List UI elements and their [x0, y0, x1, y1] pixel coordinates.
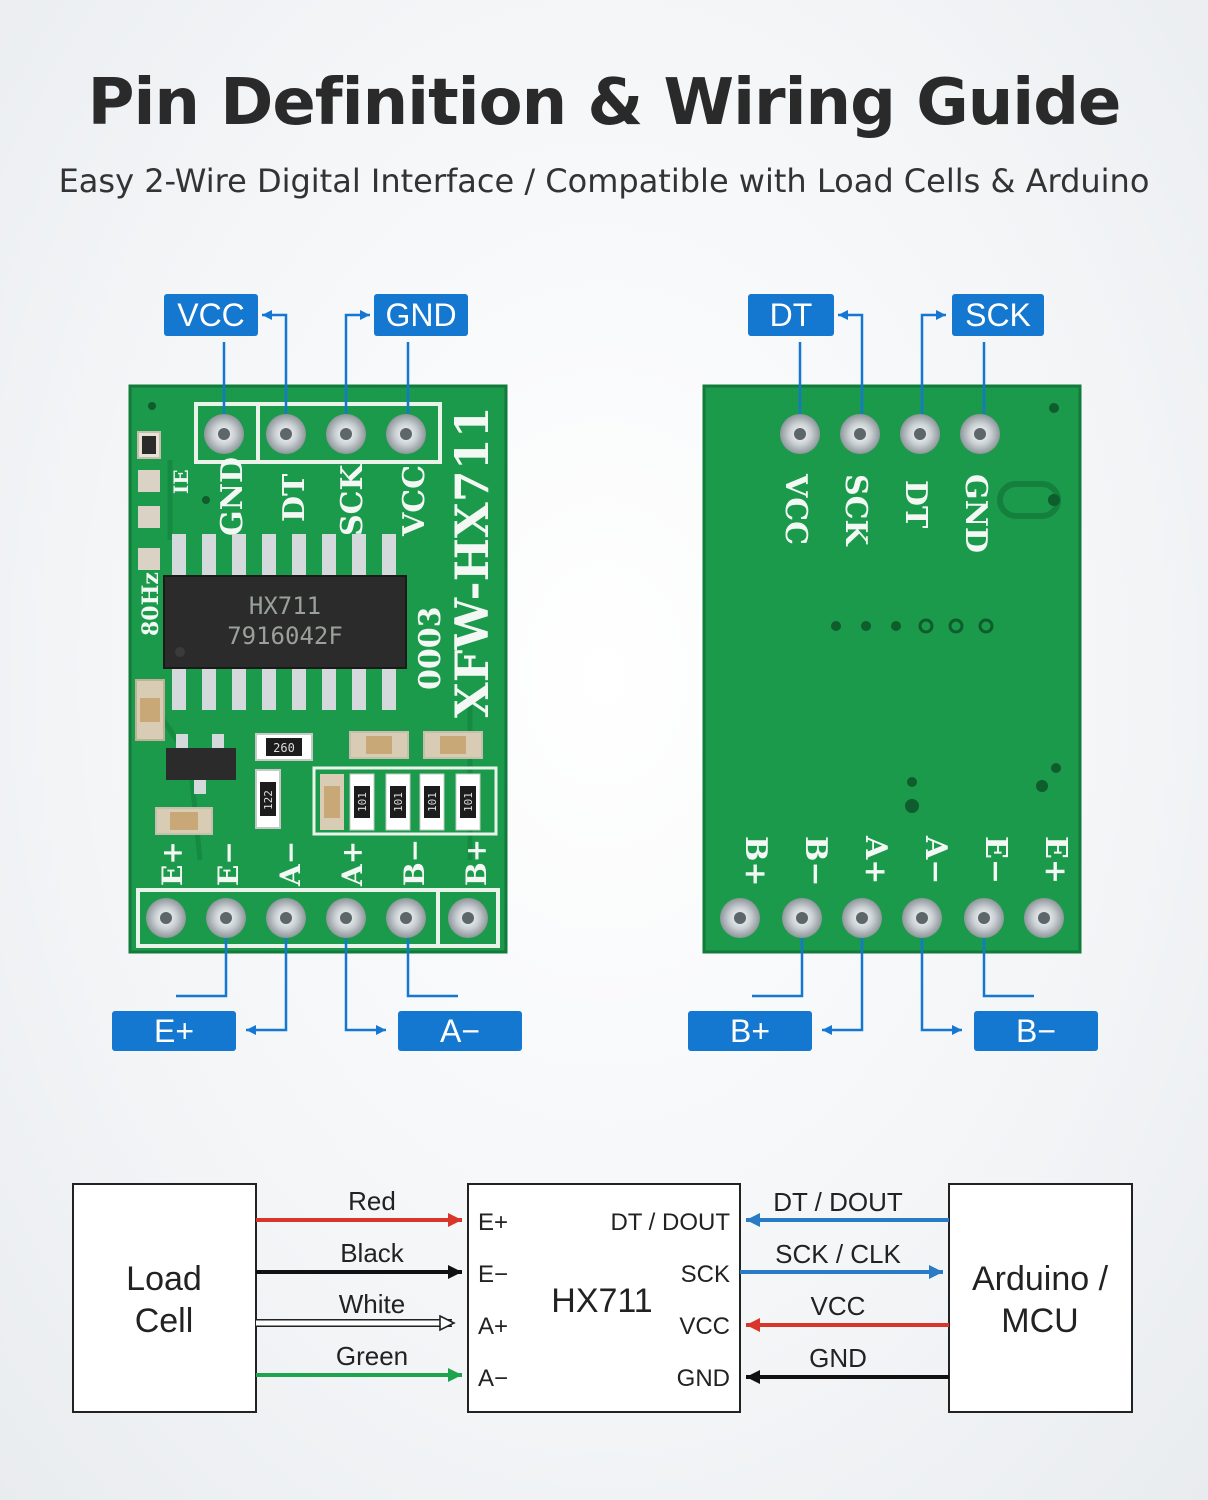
front-chip-legs-bottom — [172, 662, 396, 710]
wiring-diagram: Load Cell HX711 E+ E− A+ A− DT / DOUT SC… — [72, 1183, 1133, 1413]
wire-white-label: White — [339, 1289, 405, 1319]
load-cell-box — [72, 1183, 257, 1413]
front-brand-text: XFW-HX711 — [445, 406, 499, 718]
callout-sck — [952, 294, 1044, 336]
front-res-101-group: 101 101 101 101 — [320, 773, 481, 831]
callout-dt-text: DT — [770, 297, 813, 333]
front-silk-b-minus: B− — [398, 839, 431, 886]
back-top-pins — [780, 414, 1000, 454]
front-silk-a-minus: A− — [274, 841, 307, 887]
load-cell-label-1: Load — [126, 1260, 202, 1298]
hx711-label: HX711 — [551, 1282, 652, 1320]
back-vias — [831, 618, 1061, 813]
front-res-260-label: 260 — [273, 741, 295, 755]
wire-vcc-label: VCC — [811, 1291, 866, 1321]
hx711-pin-a-minus: A− — [478, 1365, 508, 1392]
front-chip-legs-top — [172, 534, 396, 582]
front-smd-260: 260 — [255, 733, 313, 761]
back-silk-dt: DT — [898, 480, 933, 529]
callout-dt — [748, 294, 834, 336]
front-silk-b-plus: B+ — [460, 839, 493, 886]
front-smd-left-2 — [138, 470, 160, 492]
front-chip-line2: 7916042F — [227, 622, 343, 650]
page-title: Pin Definition & Wiring Guide — [87, 66, 1122, 140]
back-silk-a-minus: A− — [918, 835, 953, 884]
hx711-pin-gnd: GND — [677, 1365, 730, 1392]
load-cell-label-2: Cell — [135, 1302, 194, 1340]
front-res-101-label-3: 101 — [426, 792, 439, 812]
back-board: VCC SCK DT GND B+ B− A+ A− E− E+ — [702, 384, 1082, 954]
wire-green-label: Green — [336, 1341, 408, 1371]
front-hx711-chip — [163, 575, 407, 669]
front-silk-a-plus: A+ — [336, 841, 369, 887]
front-top-header-outline — [194, 402, 442, 464]
front-transistor — [166, 748, 236, 780]
callout-b-plus — [688, 1011, 812, 1051]
callout-a-minus — [398, 1011, 522, 1051]
front-bottom-header-outline — [136, 888, 500, 948]
back-silk-sck: SCK — [838, 474, 873, 547]
front-silk-e-plus: E+ — [156, 841, 189, 886]
back-silk-b-plus: B+ — [738, 836, 773, 887]
hx711-pin-a-plus: A+ — [478, 1313, 508, 1340]
wire-red-label: Red — [348, 1186, 396, 1216]
back-silk-e-minus: E− — [978, 836, 1013, 884]
callout-sck-text: SCK — [965, 297, 1031, 333]
callout-vcc — [164, 294, 258, 336]
front-board: GND DT SCK VCC XFW-HX711 0003 80Hz IE — [128, 384, 508, 954]
front-top-pins — [204, 414, 426, 454]
front-res-122-label: 122 — [262, 790, 275, 810]
front-silk-e-minus: E− — [212, 841, 245, 886]
back-silk-a-plus: A+ — [858, 835, 893, 884]
front-res-101-label-1: 101 — [356, 792, 369, 812]
callout-b-minus-text: B− — [1016, 1013, 1056, 1049]
mcu-label-1: Arduino / — [972, 1260, 1109, 1298]
front-silk-vcc: VCC — [397, 465, 432, 537]
callout-gnd — [374, 294, 468, 336]
wire-black-label: Black — [340, 1238, 405, 1268]
wire-dt-label: DT / DOUT — [773, 1187, 903, 1217]
front-rate-text: 80Hz — [138, 572, 164, 636]
mcu-box — [948, 1183, 1133, 1413]
hx711-box — [467, 1183, 741, 1413]
wire-sck-label: SCK / CLK — [775, 1239, 901, 1269]
front-code-text: 0003 — [413, 607, 448, 691]
hx711-pin-vcc: VCC — [679, 1313, 730, 1340]
front-silk-misc: IE — [169, 469, 193, 494]
back-callouts: DT SCK B+ B− — [688, 294, 1098, 1051]
front-res-101-label-4: 101 — [462, 792, 475, 812]
callout-a-minus-text: A− — [440, 1013, 480, 1049]
front-bottom-pins — [146, 898, 488, 938]
callout-gnd-text: GND — [385, 297, 456, 333]
page-subtitle: Easy 2-Wire Digital Interface / Compatib… — [58, 162, 1150, 200]
callout-b-minus — [974, 1011, 1098, 1051]
callout-vcc-text: VCC — [177, 297, 245, 333]
back-pcb — [702, 384, 1082, 954]
front-res-122: 122 — [255, 769, 281, 829]
front-res-101-label-2: 101 — [392, 792, 405, 812]
callout-b-plus-text: B+ — [730, 1013, 770, 1049]
hx711-pin-e-minus: E− — [478, 1261, 508, 1288]
back-silk-gnd: GND — [958, 474, 993, 553]
wire-gnd-label: GND — [809, 1343, 867, 1373]
front-silk-dt: DT — [277, 473, 312, 522]
back-silk-b-minus: B− — [798, 836, 833, 887]
front-silk-sck: SCK — [335, 463, 370, 536]
front-silk-gnd: GND — [215, 457, 250, 536]
callout-e-plus — [112, 1011, 236, 1051]
back-silk-e-plus: E+ — [1038, 836, 1073, 884]
front-smd-left-3 — [138, 506, 160, 528]
back-silk-vcc: VCC — [778, 473, 813, 545]
front-chip-line1: HX711 — [249, 592, 321, 620]
callout-e-plus-text: E+ — [154, 1013, 194, 1049]
hx711-pin-sck: SCK — [681, 1261, 730, 1288]
hx711-pin-e-plus: E+ — [478, 1209, 508, 1236]
hx711-pin-dt: DT / DOUT — [610, 1209, 730, 1236]
mcu-label-2: MCU — [1001, 1302, 1078, 1340]
front-callouts: VCC GND E+ A− — [112, 294, 522, 1051]
front-smd-left-4 — [138, 548, 160, 570]
back-bottom-pins — [720, 898, 1064, 938]
